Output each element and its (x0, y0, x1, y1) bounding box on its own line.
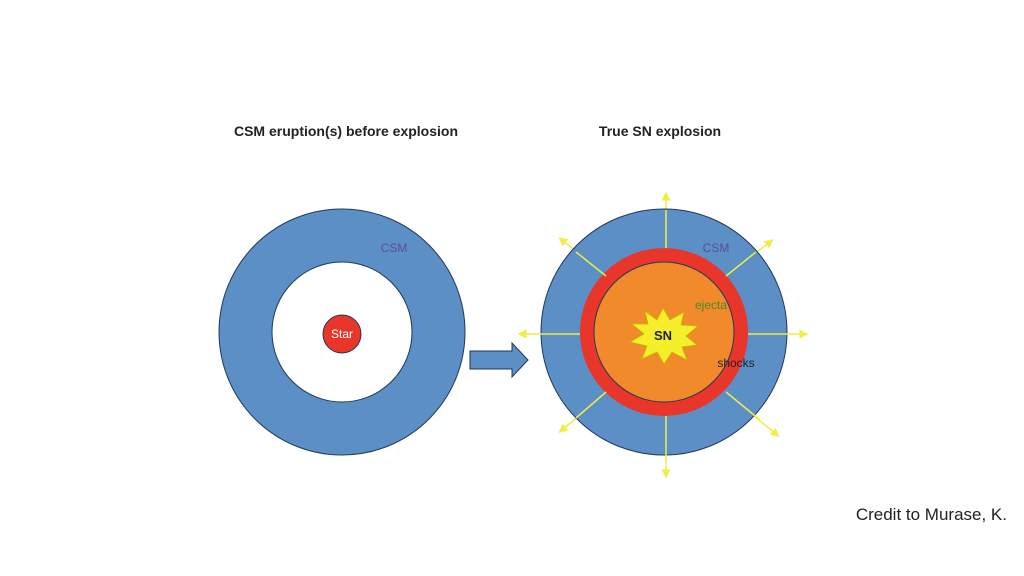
right-panel-title: True SN explosion (599, 123, 721, 139)
sn-burst-icon (628, 307, 700, 365)
ejecta-label: ejecta (695, 298, 727, 312)
left-panel-title: CSM eruption(s) before explosion (234, 123, 458, 139)
csm-label-left: CSM (381, 241, 408, 255)
left-panel: Star CSM (218, 208, 466, 456)
right-panel: SN CSM ejecta shocks (517, 191, 809, 479)
sn-label: SN (654, 328, 672, 343)
shock-arrow-shafts (540, 210, 788, 458)
star-circle (322, 314, 362, 354)
right-arrow-icon (469, 341, 529, 379)
csm-label-right: CSM (703, 241, 730, 255)
star-label: Star (331, 327, 353, 341)
shocks-label: shocks (717, 356, 754, 370)
credit-text: Credit to Murase, K. (855, 505, 1007, 524)
